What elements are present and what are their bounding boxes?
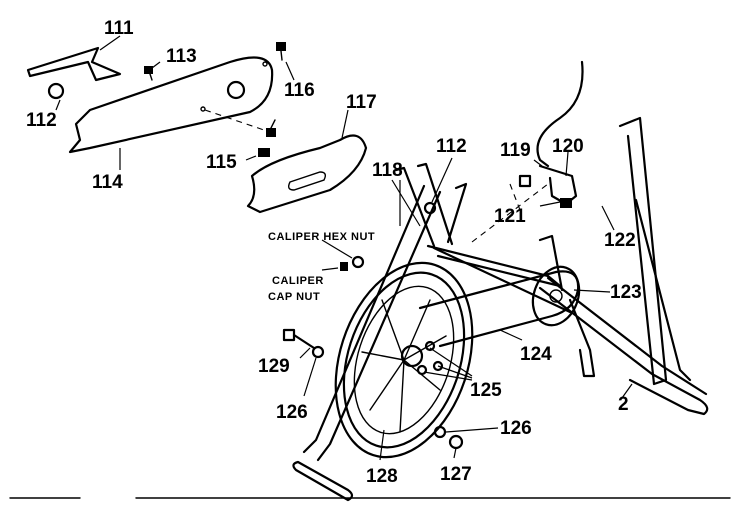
part-112-cap [47, 82, 65, 100]
label-caliper-cap-nut-line2: CAP NUT [268, 291, 320, 303]
part-127-nut [448, 434, 464, 450]
label-125: 125 [470, 380, 502, 401]
label-123: 123 [610, 282, 642, 303]
caliper-nuts [321, 255, 365, 271]
part-123-crank-arm [538, 234, 596, 378]
label-2: 2 [618, 394, 629, 415]
label-118: 118 [372, 160, 403, 181]
leader-lines [55, 35, 633, 461]
part-111-guard-plate [26, 46, 122, 82]
part-115-clip [245, 148, 270, 161]
part-125-bolts [416, 340, 444, 376]
part-117-chainguard-outer [246, 134, 368, 214]
label-117: 117 [346, 92, 377, 113]
part-114-chainguard-inner [68, 56, 274, 154]
part-128-flywheel [334, 261, 474, 459]
label-119: 119 [500, 140, 531, 161]
label-112-left: 112 [26, 110, 57, 131]
part-labels: 111 112 113 114 115 116 117 118 112 119 … [26, 18, 642, 487]
part-112-nut [423, 201, 437, 215]
part-113-screw [144, 66, 153, 81]
label-122: 122 [604, 230, 636, 251]
label-126-right: 126 [500, 418, 532, 439]
label-111: 111 [104, 18, 134, 39]
label-caliper-hex-nut: CALIPER HEX NUT [268, 231, 375, 243]
label-112-right: 112 [436, 136, 467, 157]
part-122-reference [471, 183, 549, 243]
label-114: 114 [92, 172, 123, 193]
label-caliper-cap-nut-line1: CALIPER [272, 275, 324, 287]
label-121: 121 [494, 206, 526, 227]
label-116: 116 [284, 80, 315, 101]
label-127: 127 [440, 464, 472, 485]
label-120: 120 [552, 136, 584, 157]
label-128: 128 [366, 466, 398, 487]
label-126-left: 126 [276, 402, 308, 423]
label-129: 129 [258, 356, 290, 377]
label-115: 115 [206, 152, 237, 173]
label-124: 124 [520, 344, 552, 365]
part-116-screws [204, 42, 286, 137]
label-113: 113 [166, 46, 197, 67]
part-129-bolt [282, 328, 316, 350]
part-126-washers [311, 345, 447, 439]
